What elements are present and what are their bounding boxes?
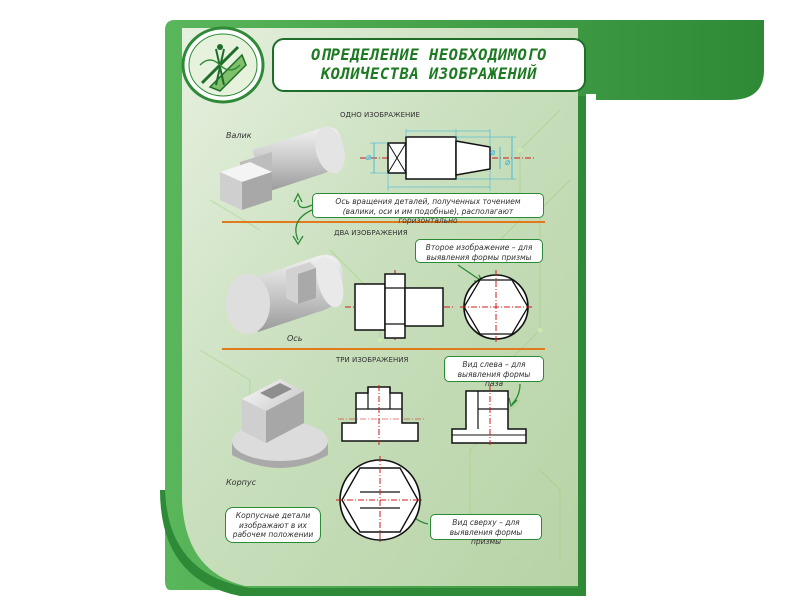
callout-top-view: Вид сверху – для выявления формы призмы [430,514,542,546]
section-two-images: ДВА ИЗОБРАЖЕНИЯ [334,229,408,237]
callout-axis-horizontal: Ось вращения деталей, полученных точение… [312,193,544,225]
page-title-line-1: ОПРЕДЕЛЕНИЕ НЕОБХОДИМОГО [311,46,547,64]
os-front-view [345,270,455,340]
diameter-symbol-1: ⌀ [366,153,372,163]
os-3d-model [226,255,344,334]
title-box: ОПРЕДЕЛЕНИЕ НЕОБХОДИМОГО КОЛИЧЕСТВА ИЗОБ… [272,38,586,92]
page-title-line-2: КОЛИЧЕСТВА ИЗОБРАЖЕНИЙ [320,65,538,83]
label-valik: Валик [226,131,252,140]
valik-3d-model [220,126,345,210]
korpus-3d-model [232,379,328,468]
valik-drawing [360,129,535,191]
korpus-left-view [451,385,527,445]
callout-left-view: Вид слева – для выявления формы паза [444,356,544,388]
drafting-tools-icon [181,26,265,104]
callout-second-image: Второе изображение – для выявления формы… [415,239,543,263]
section-one-image: ОДНО ИЗОБРАЖЕНИЕ [340,111,420,119]
label-korpus: Корпус [226,478,257,487]
label-os: Ось [287,334,303,343]
diameter-symbol-3: ⌀ [505,158,511,168]
os-side-view [460,270,534,344]
section-three-images: ТРИ ИЗОБРАЖЕНИЯ [336,356,409,364]
diameter-symbol-2: ⌀ [490,148,496,158]
korpus-front-view [338,385,426,445]
callout-working-position: Корпусные детали изображают в их рабочем… [225,507,321,543]
korpus-top-view [336,456,424,544]
